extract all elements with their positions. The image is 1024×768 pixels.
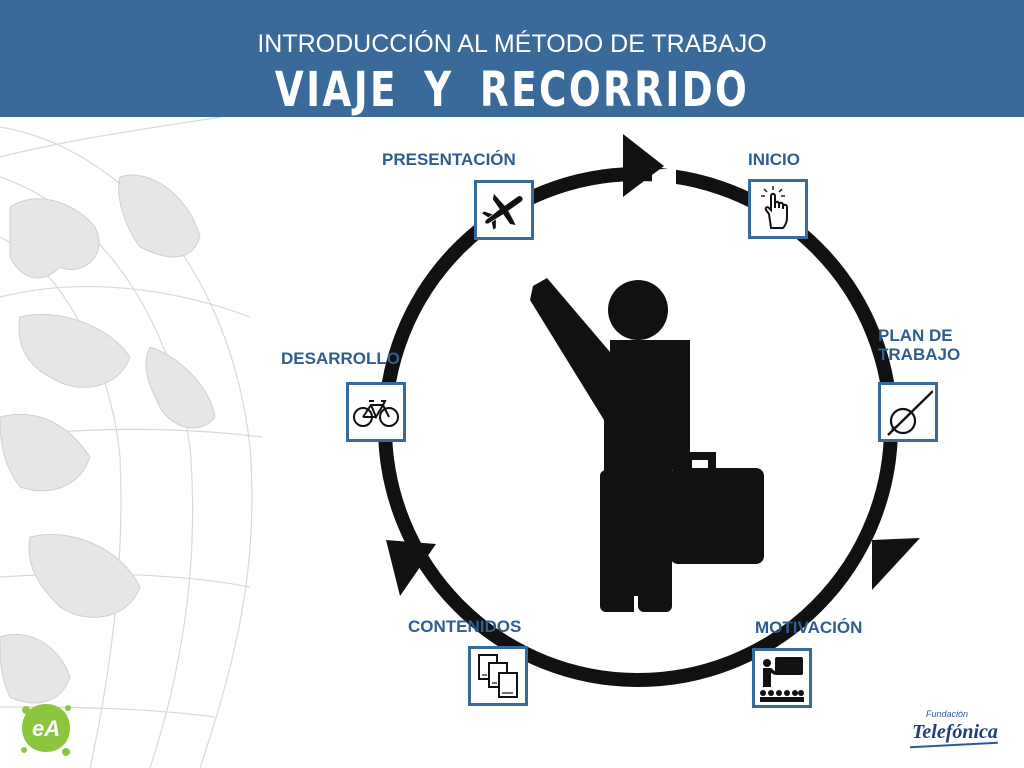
telefonica-logo-name: Telefónica bbox=[912, 721, 998, 743]
stage-label-desarrollo: DESARROLLO bbox=[281, 349, 400, 368]
stage-box-motivacion bbox=[752, 648, 812, 708]
airplane-icon bbox=[481, 193, 523, 230]
ea-logo-text: eA bbox=[32, 716, 60, 741]
stage-box-inicio bbox=[748, 179, 808, 239]
stage-label-plan-line1: PLAN DE bbox=[878, 326, 953, 345]
globe-map-background bbox=[0, 117, 263, 768]
stage-label-motivacion: MOTIVACIÓN bbox=[755, 618, 863, 637]
stage-label-plan: PLAN DE TRABAJO bbox=[878, 326, 960, 364]
header-title: VIAJE Y RECORRIDO bbox=[274, 62, 750, 118]
stage-box-desarrollo bbox=[346, 382, 406, 442]
stage-label-presentacion: PRESENTACIÓN bbox=[382, 150, 516, 169]
presentation-audience-icon bbox=[760, 657, 804, 702]
bicycle-icon bbox=[353, 400, 399, 427]
header-bar: INTRODUCCIÓN AL MÉTODO DE TRABAJO VIAJE … bbox=[0, 0, 1024, 118]
stage-box-plan bbox=[878, 382, 938, 442]
pencil-circle-icon bbox=[887, 390, 933, 436]
arrow-left-icon bbox=[386, 540, 436, 596]
pointing-hand-icon bbox=[761, 186, 788, 229]
stage-label-inicio: INICIO bbox=[748, 150, 800, 169]
telefonica-logo-small: Fundación bbox=[925, 709, 968, 719]
arrow-top-icon bbox=[623, 134, 664, 197]
stage-label-plan-line2: TRABAJO bbox=[878, 345, 961, 364]
documents-icon bbox=[478, 654, 518, 698]
stage-box-contenidos bbox=[468, 646, 528, 706]
telefonica-logo: Fundación Telefónica bbox=[906, 705, 1002, 755]
arrow-right-icon bbox=[872, 538, 920, 590]
ea-logo: eA bbox=[21, 704, 71, 756]
stage-label-contenidos: CONTENIDOS bbox=[408, 617, 522, 636]
stage-box-presentacion bbox=[474, 180, 534, 240]
traveler-with-briefcase-icon bbox=[530, 278, 764, 612]
header-subtitle: INTRODUCCIÓN AL MÉTODO DE TRABAJO bbox=[257, 30, 767, 58]
